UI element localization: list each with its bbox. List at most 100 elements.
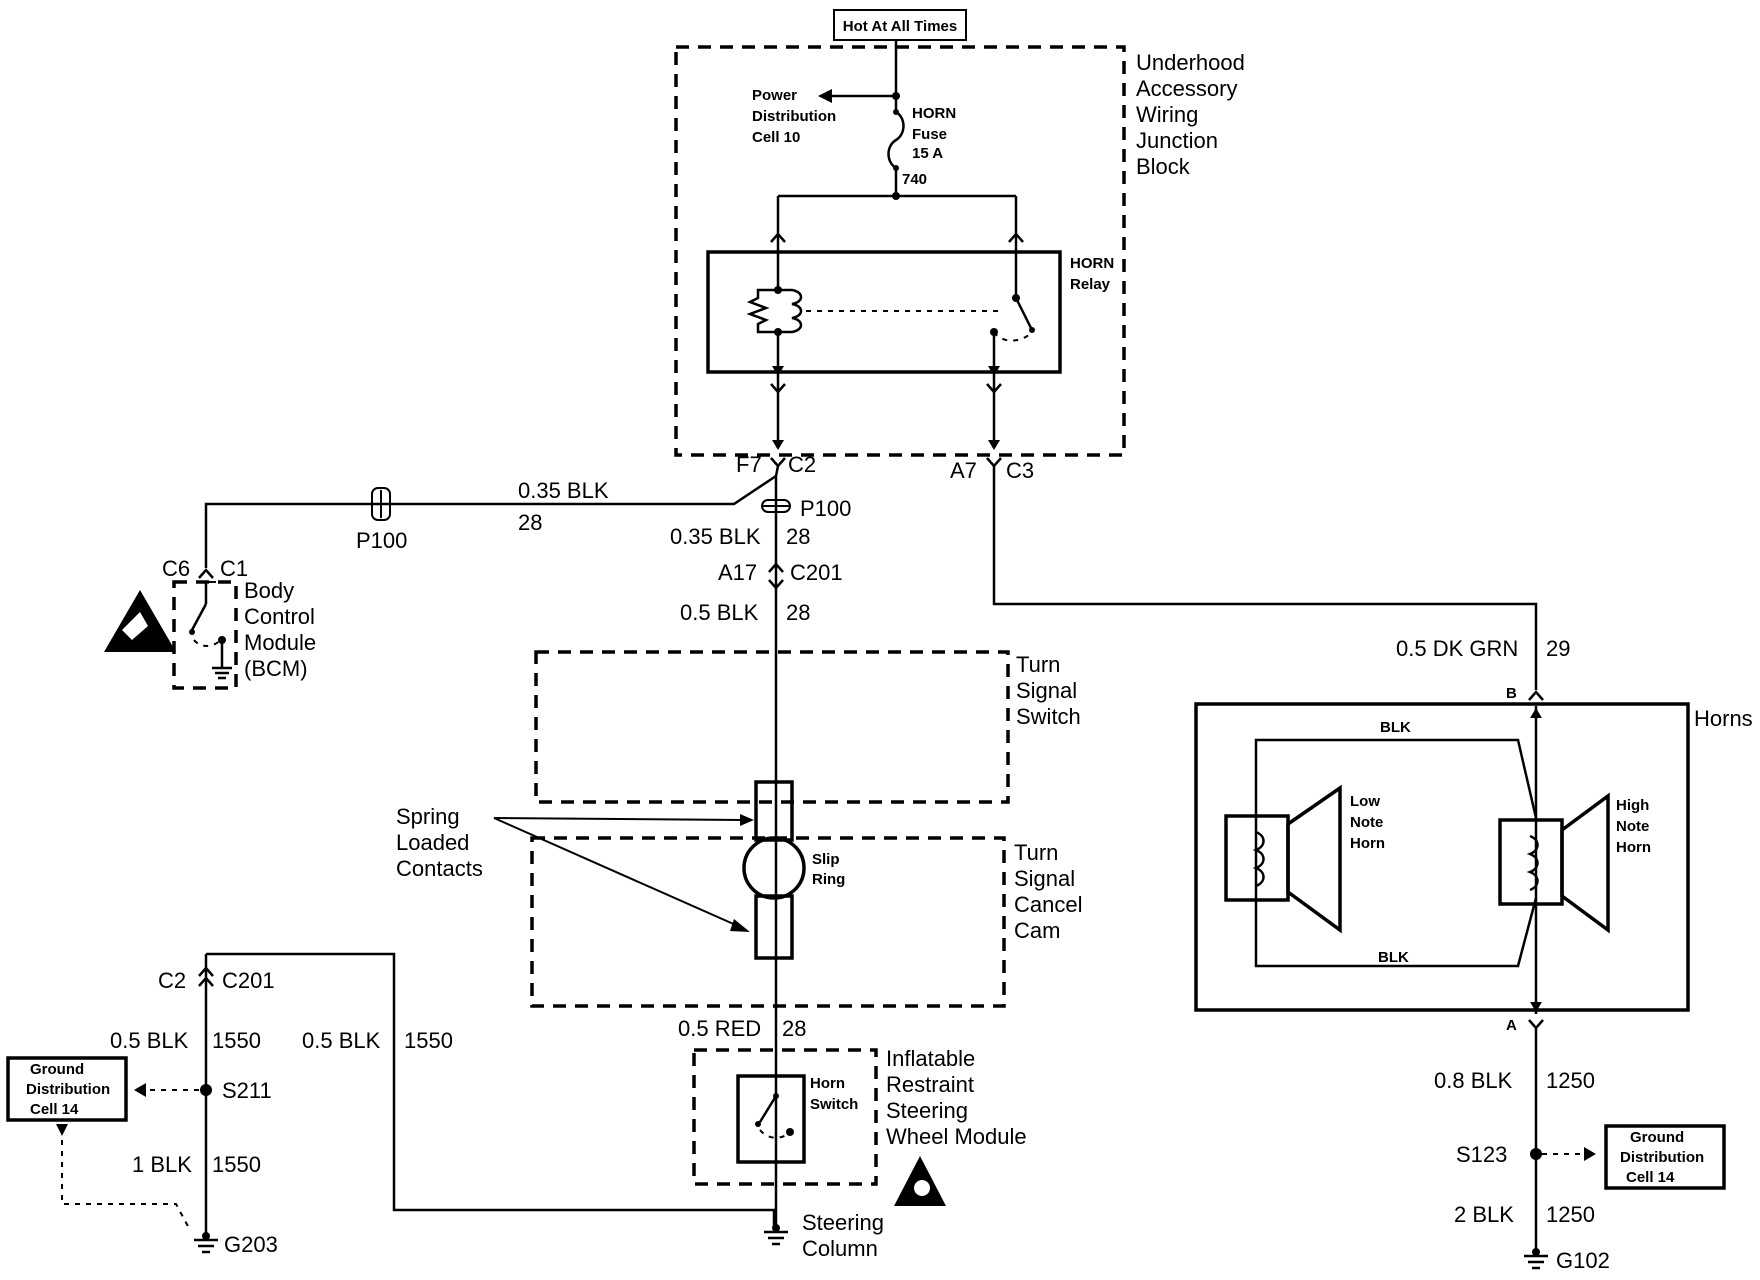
low-note-line2: Note (1350, 814, 1383, 831)
p100-left-label: P100 (356, 528, 407, 553)
cancel-cam-line4: Cam (1014, 918, 1060, 943)
high-note-line2: Note (1616, 818, 1649, 835)
high-note-line3: Horn (1616, 839, 1651, 856)
relay-switch-arm (1014, 297, 1034, 331)
connector-c2-bottom-label: C2 (158, 968, 186, 993)
ground-distribution-left-link (61, 1140, 191, 1231)
underhood-line3: Wiring (1136, 102, 1198, 127)
ground-dist-left-line3: Cell 14 (30, 1101, 79, 1118)
circuit-1250-bottom-label: 1250 (1546, 1202, 1595, 1227)
underhood-line4: Junction (1136, 128, 1218, 153)
horn-switch-arm (758, 1095, 778, 1123)
hot-at-all-times-box (833, 9, 967, 41)
underhood-line2: Accessory (1136, 76, 1237, 101)
lower-contact-block (754, 894, 794, 960)
wire-035-blk-top-label: 0.35 BLK (518, 478, 609, 503)
pin-a7-label: A7 (950, 458, 977, 483)
horn-fuse-line1: HORN (912, 105, 956, 122)
cancel-cam-line2: Signal (1014, 866, 1075, 891)
horn-blk-loop (1254, 738, 1538, 968)
s123-splice (1530, 1148, 1542, 1160)
blk-top-label: BLK (1380, 719, 1411, 736)
g203-label: G203 (224, 1232, 278, 1257)
wire-05-blk-left-label: 0.5 BLK (110, 1028, 189, 1053)
horn-relay-line1: HORN (1070, 255, 1114, 272)
p100-mid-label: P100 (800, 496, 851, 521)
steering-column-ground-wire (206, 952, 776, 1228)
ground-distribution-right-box (1604, 1124, 1726, 1190)
high-note-line1: High (1616, 797, 1649, 814)
connector-c2-c201-bottom (198, 966, 214, 977)
ground-dist-left-line2: Distribution (26, 1081, 110, 1098)
low-note-horn-bell (1286, 784, 1342, 934)
connector-f7-c2 (770, 457, 786, 468)
horn-connector-b (1528, 690, 1544, 701)
connector-c201-bottom-label: C201 (222, 968, 275, 993)
underhood-line1: Underhood (1136, 50, 1245, 75)
wire-05-red-label: 0.5 RED (678, 1016, 761, 1041)
low-note-horn-coil (1252, 830, 1265, 888)
blk-bottom-label: BLK (1378, 949, 1409, 966)
turn-signal-switch-line3: Switch (1016, 704, 1081, 729)
horn-switch-box (736, 1074, 806, 1164)
wire-1-blk-label: 1 BLK (132, 1152, 192, 1177)
cancel-cam-line1: Turn (1014, 840, 1058, 865)
wire-05-blk-mid-label: 0.5 BLK (680, 600, 759, 625)
bcm-horn-wire (204, 474, 777, 568)
spring-contact-pointer-upper (493, 817, 745, 821)
circuit-740-label: 740 (902, 171, 927, 188)
slip-ring (742, 836, 806, 900)
wire-05-dk-grn-label: 0.5 DK GRN (1396, 636, 1518, 661)
wire-2-blk-label: 2 BLK (1454, 1202, 1514, 1227)
g102-label: G102 (1556, 1248, 1610, 1273)
horn-relay-line2: Relay (1070, 276, 1111, 293)
circuit-1550-left-label: 1550 (212, 1028, 261, 1053)
circuit-29-label: 29 (1546, 636, 1570, 661)
hot-at-all-times-label: Hot At All Times (843, 18, 957, 35)
relay-terminal-right-top (1008, 232, 1024, 243)
underhood-junction-block-outline (674, 45, 1126, 457)
s211-splice (200, 1084, 212, 1096)
low-note-line1: Low (1350, 793, 1380, 810)
wire-035-blk-mid-label: 0.35 BLK (670, 524, 761, 549)
bcm-line3: Module (244, 630, 316, 655)
inflatable-line1: Inflatable (886, 1046, 975, 1071)
turn-signal-switch-line1: Turn (1016, 652, 1060, 677)
pin-b-label: B (1506, 685, 1517, 702)
connector-c6-c1 (198, 568, 214, 579)
s211-label: S211 (222, 1078, 272, 1103)
high-note-horn-coil (1526, 834, 1539, 892)
connector-c6-label: C6 (162, 556, 190, 581)
relay-coil-resistor (746, 288, 778, 334)
circuit-28-mid-label: 28 (786, 524, 810, 549)
circuit-1550-center-label: 1550 (404, 1028, 453, 1053)
pin-a-label: A (1506, 1017, 1517, 1034)
horn-feed-wire (992, 466, 1538, 690)
connector-c2-top-label: C2 (788, 452, 816, 477)
inflatable-restraint-outline (692, 1048, 878, 1186)
spring-contact-pointer-lower (493, 817, 739, 927)
circuit-28-c201-label: 28 (786, 600, 810, 625)
bcm-line4: (BCM) (244, 656, 308, 681)
upper-contact-block (754, 780, 794, 842)
horns-outline (1194, 702, 1690, 1012)
horn-connector-a (1528, 1019, 1544, 1030)
relay-terminal-left-top (770, 232, 786, 243)
pin-f7-label: F7 (736, 452, 762, 477)
ground-dist-left-line1: Ground (30, 1061, 84, 1078)
horn-relay-box (706, 250, 1062, 374)
bcm-switch-arm (190, 603, 208, 631)
circuit-28-red-label: 28 (782, 1016, 806, 1041)
connector-a7-c3 (986, 457, 1002, 468)
horn-switch-line1: Horn (810, 1075, 845, 1092)
steering-column-line2: Column (802, 1236, 878, 1261)
inflatable-line2: Restraint (886, 1072, 974, 1097)
power-distribution-arrow (818, 89, 832, 103)
horns-label: Horns (1694, 706, 1753, 731)
horn-switch-line2: Switch (810, 1096, 858, 1113)
spring-loaded-line3: Contacts (396, 856, 483, 881)
pin-a17-label: A17 (718, 560, 757, 585)
steering-column-line1: Steering (802, 1210, 884, 1235)
low-note-line3: Horn (1350, 835, 1385, 852)
